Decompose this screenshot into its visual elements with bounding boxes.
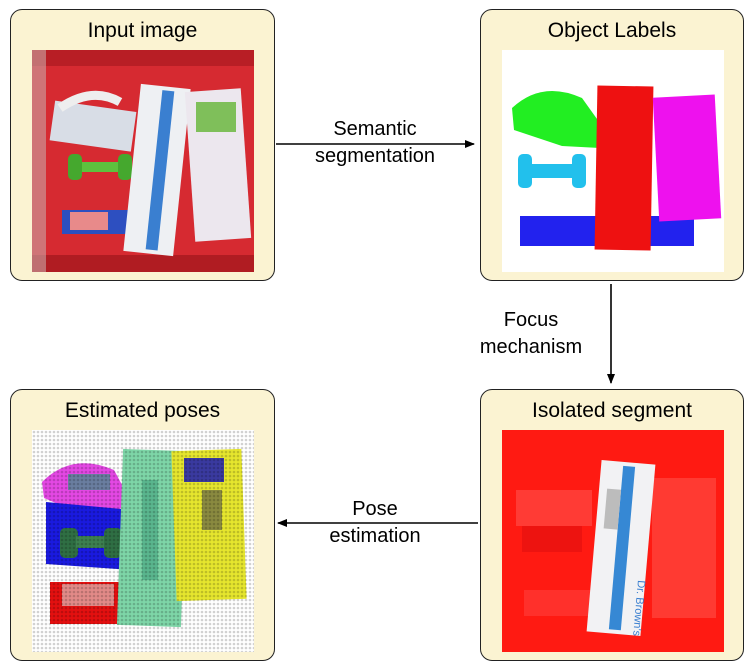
isolated-segment-image: Dr. Brown's xyxy=(502,430,724,652)
focus-label-line1: Focus xyxy=(503,309,559,331)
pose-label: Pose estimation xyxy=(300,496,450,550)
isolated-segment-panel: Isolated segment Dr. Brown's xyxy=(480,389,744,661)
label-red-segment xyxy=(594,85,654,251)
object-labels-title: Object Labels xyxy=(547,19,677,42)
isolated-segment-title: Isolated segment xyxy=(532,399,692,422)
product-text: Dr. Brown's xyxy=(630,580,647,637)
input-image xyxy=(32,50,254,272)
segmentation-label: Semantic segmentation xyxy=(300,116,450,170)
pose-label-line1: Pose xyxy=(352,498,398,520)
focus-label-line2: mechanism xyxy=(479,336,583,358)
estimated-poses-panel: Estimated poses xyxy=(10,389,275,661)
label-green-segment xyxy=(512,90,602,148)
object-labels-image xyxy=(502,50,724,272)
label-magenta-segment xyxy=(652,94,722,222)
estimated-poses-image xyxy=(32,430,254,652)
estimated-poses-title: Estimated poses xyxy=(64,399,221,422)
pose-label-line2: estimation xyxy=(329,525,421,547)
input-image-panel: Input image xyxy=(10,9,275,281)
input-image-title: Input image xyxy=(87,19,198,42)
segmentation-label-line2: segmentation xyxy=(314,145,436,167)
focus-label: Focus mechanism xyxy=(456,307,606,361)
label-cyan-segment xyxy=(518,154,532,188)
object-labels-panel: Object Labels xyxy=(480,9,744,281)
segmentation-label-line1: Semantic xyxy=(333,118,417,140)
